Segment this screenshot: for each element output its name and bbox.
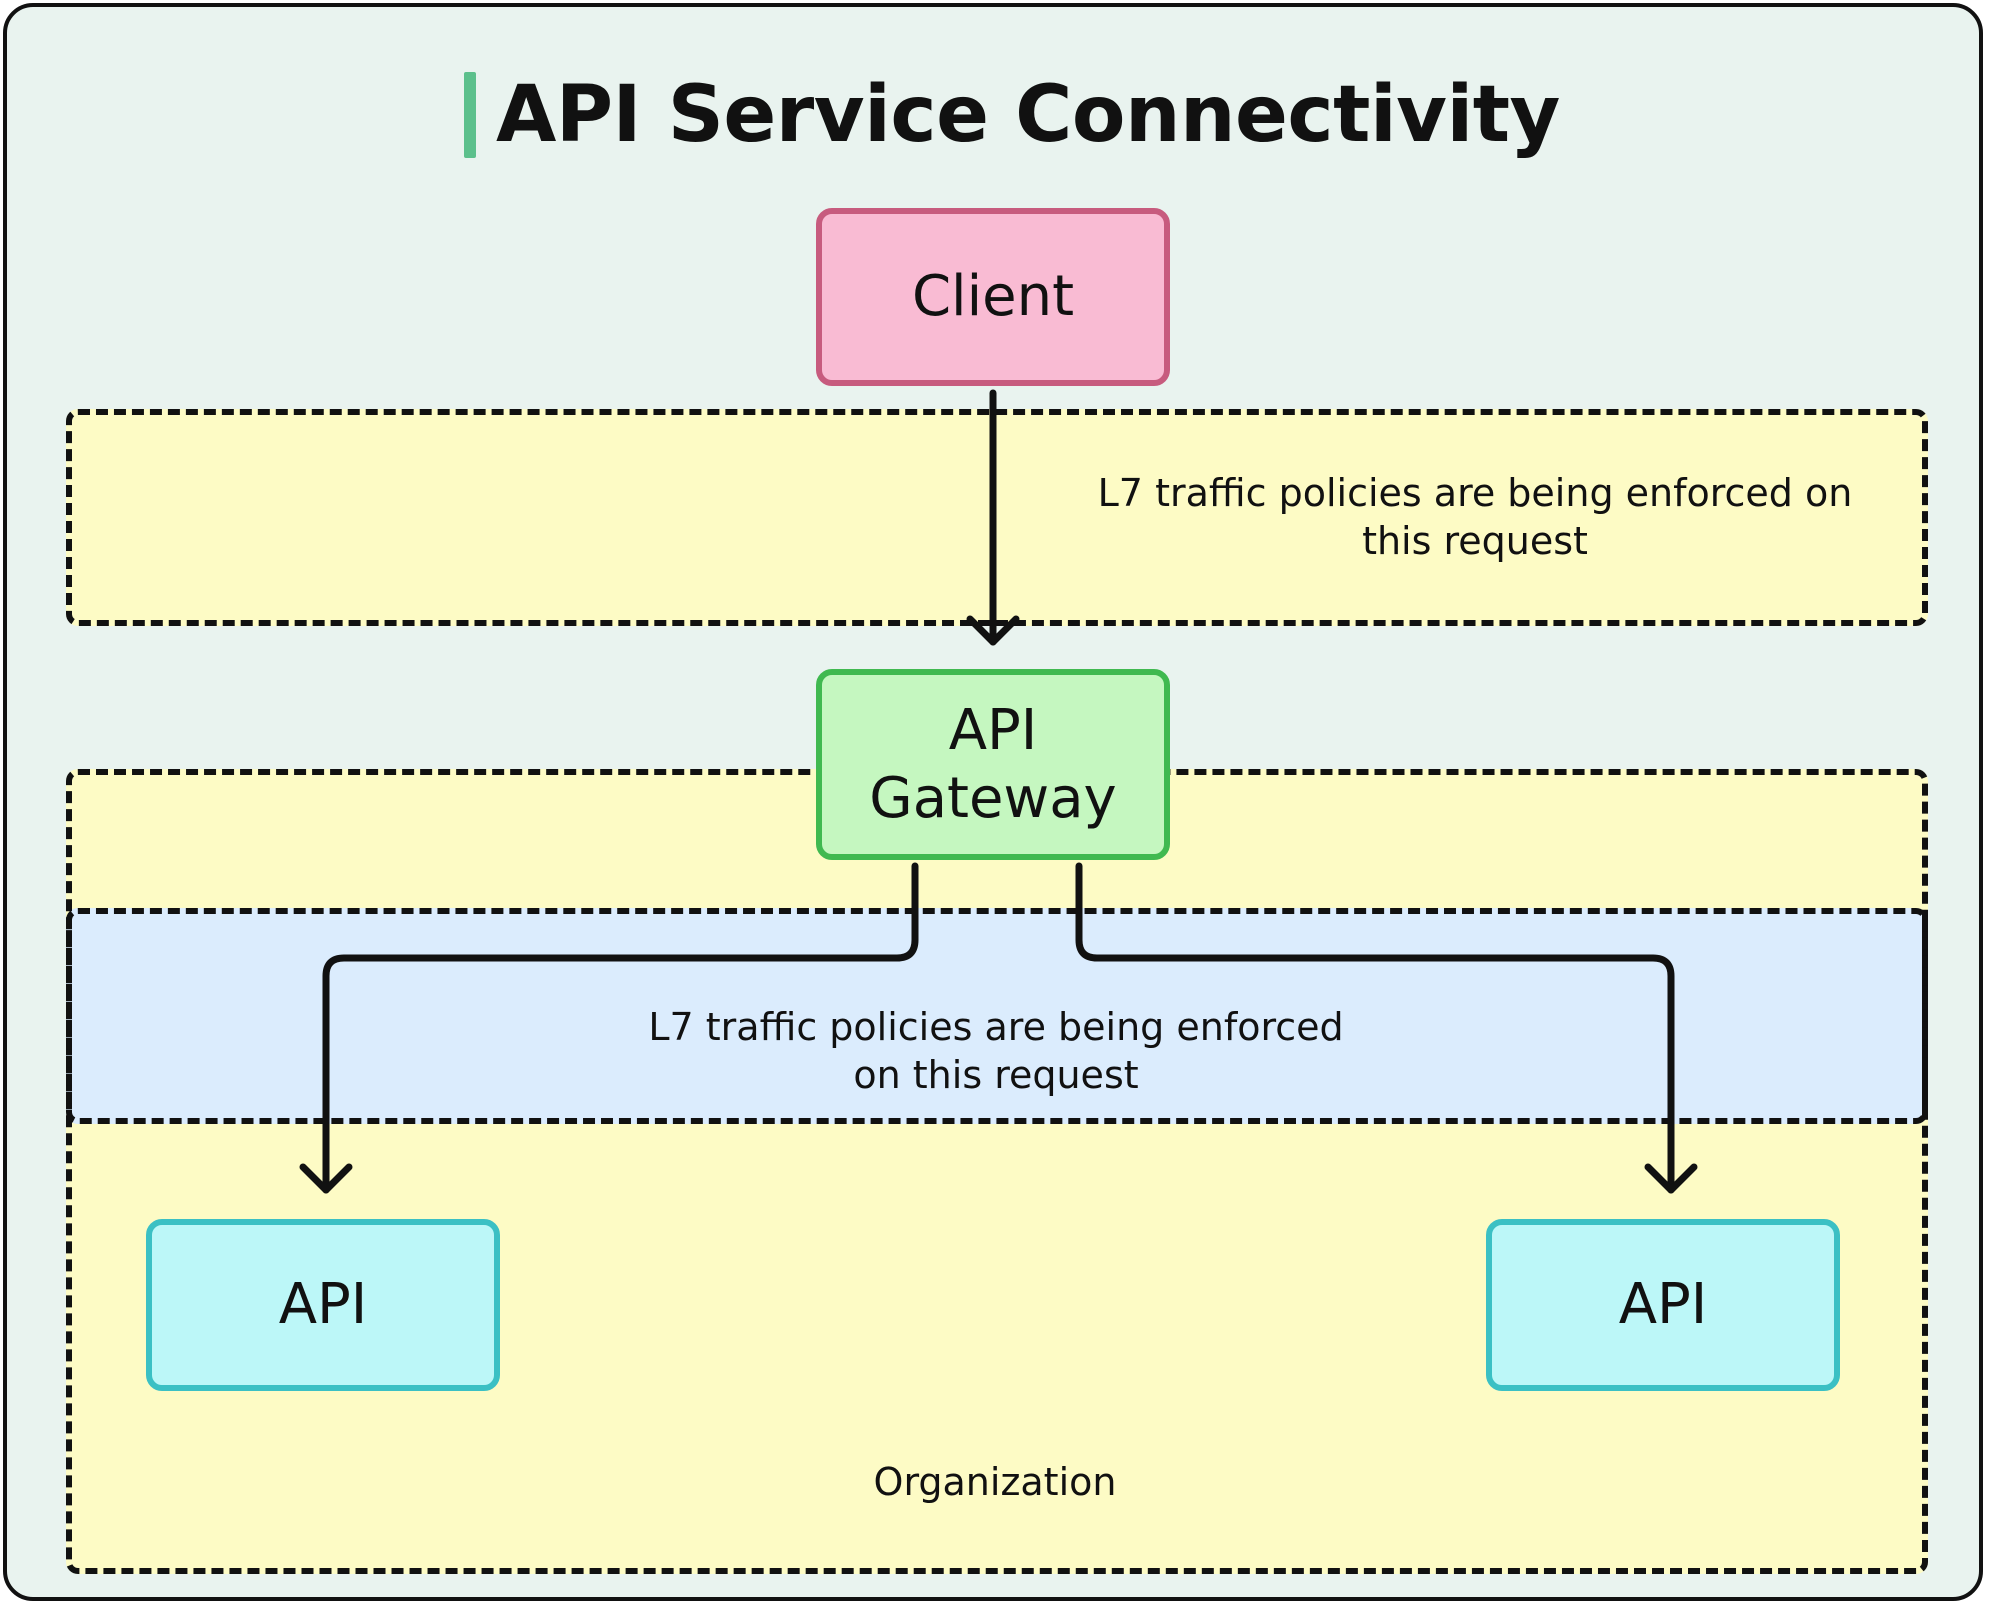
arrowhead-gateway [966,615,1020,646]
organization-label: Organization [873,1460,1117,1504]
api-node-left-label: API [278,1272,368,1338]
outer-frame [3,3,1983,1601]
api-node-right: API [1486,1219,1840,1391]
diagram-title: API Service Connectivity [496,70,1560,160]
client-node: Client [816,208,1170,386]
api-gateway-node-label: API Gateway [869,698,1117,831]
client-node-label: Client [911,264,1075,330]
mid-policy-zone [66,908,1928,1124]
edge-gateway-api-right [1075,862,1675,1194]
mid-policy-label: L7 traffic policies are being enforced o… [648,1005,1344,1097]
title-accent-bar [464,72,476,158]
mid-policy-zone-fill [66,908,1928,1124]
top-policy-label: L7 traffic policies are being enforced o… [1097,471,1853,563]
top-policy-zone [66,409,1928,626]
arrowhead-api-left [299,1163,353,1194]
arrowhead-api-right [1644,1163,1698,1194]
title-group: API Service Connectivity [464,60,1560,170]
edge-gateway-api-left [322,862,919,1194]
api-node-left: API [146,1219,500,1391]
top-policy-zone-fill [66,409,1928,626]
api-gateway-node: API Gateway [816,669,1170,860]
api-node-right-label: API [1618,1272,1708,1338]
